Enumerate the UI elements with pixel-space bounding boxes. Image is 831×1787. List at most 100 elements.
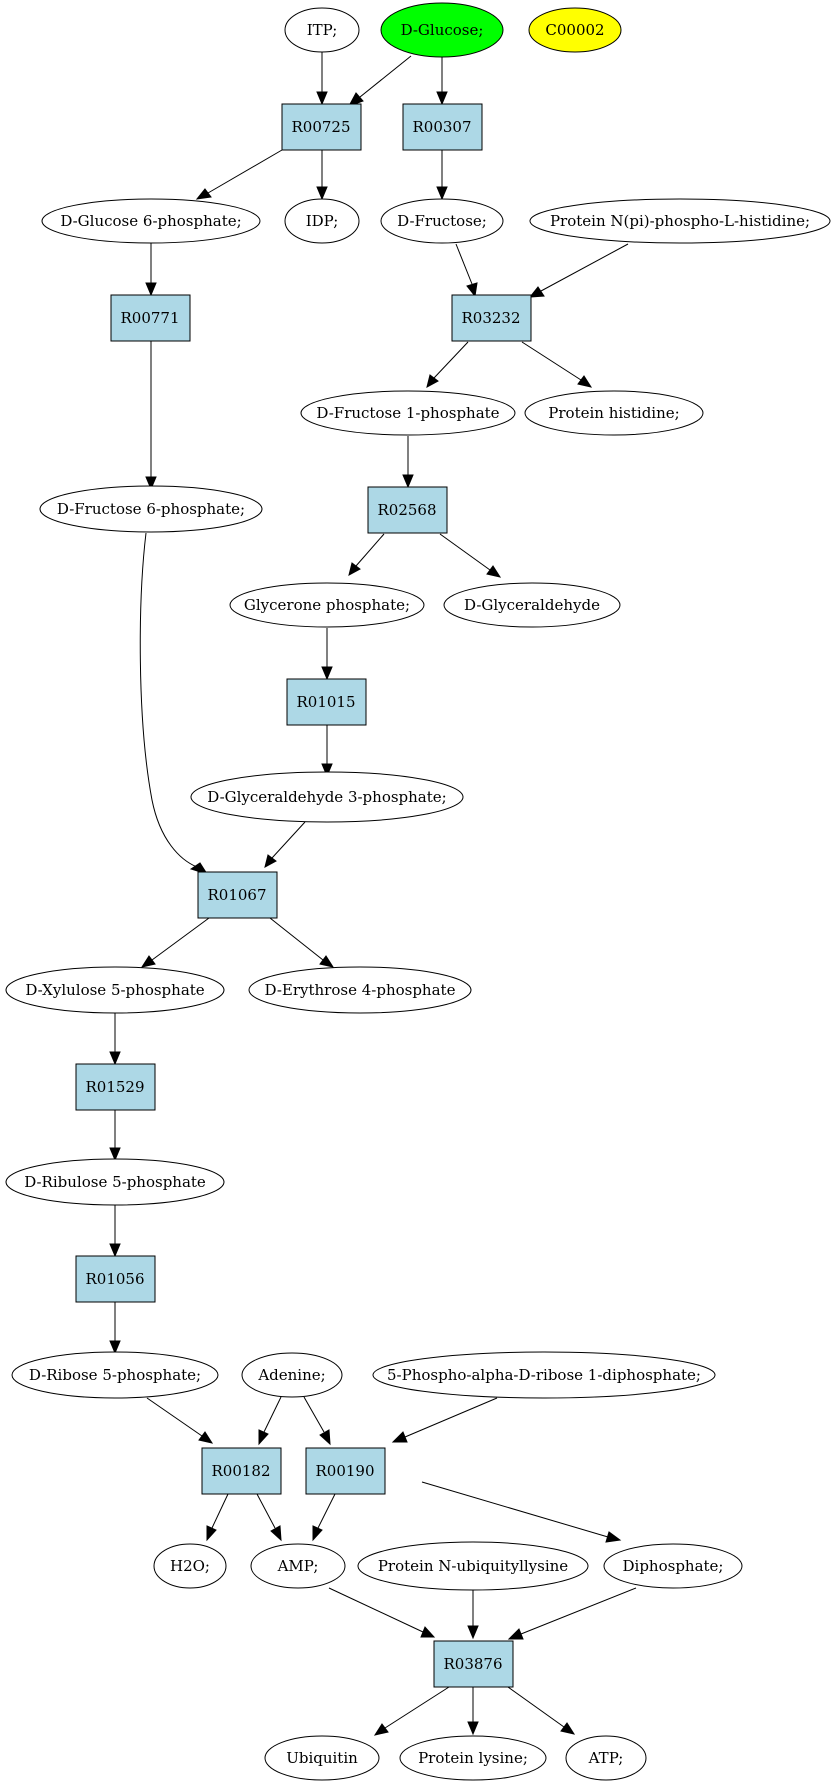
edge-r02568-glycp — [348, 533, 385, 576]
node-r01056-shape — [75, 1255, 156, 1303]
node-r01015[interactable]: R01015 — [286, 678, 367, 726]
node-d-ribulose-5-phosphate-shape — [5, 1158, 225, 1206]
node-r03232-shape — [451, 294, 532, 342]
edge-r03232-prothis — [521, 341, 593, 388]
node-d-ribulose-5-phosphate[interactable]: D-Ribulose 5-phosphate — [5, 1158, 225, 1206]
node-r00307[interactable]: R00307 — [402, 103, 483, 151]
node-protein-n-ubiquityllysine[interactable]: Protein N-ubiquityllysine — [357, 1541, 589, 1591]
node-r00182[interactable]: R00182 — [201, 1447, 282, 1495]
node-itp-label: ITP; — [307, 21, 338, 39]
node-protein-lysine-shape — [399, 1735, 547, 1781]
edge-r03876-proteinlysine — [467, 1687, 479, 1736]
node-d-erythrose-4-phosphate-label: D-Erythrose 4-phosphate — [265, 981, 456, 999]
edge-diphosphate-r03876 — [507, 1587, 637, 1640]
edges — [109, 52, 637, 1736]
node-d-fructose-6-phosphate[interactable]: D-Fructose 6-phosphate; — [39, 485, 263, 533]
node-c00002[interactable]: C00002 — [528, 7, 622, 53]
compound-nodes: ITP; D-Glucose; C00002 D-Glucose 6-phosp… — [5, 2, 831, 1781]
node-r03232[interactable]: R03232 — [451, 294, 532, 342]
node-d-fructose-1-phosphate[interactable]: D-Fructose 1-phosphate — [300, 390, 516, 436]
edge-r00307-dfructose — [436, 150, 448, 201]
node-h2o-shape — [153, 1543, 227, 1589]
edge-pnubiq-r03876 — [467, 1590, 479, 1640]
edge-dg3p-r01067 — [264, 821, 306, 868]
node-adenine-label: Adenine; — [257, 1366, 325, 1384]
node-r00771-shape — [110, 294, 191, 342]
node-d-glyceraldehyde[interactable]: D-Glyceraldehyde — [443, 582, 621, 628]
node-c00002-shape — [528, 7, 622, 53]
node-r01067-label: R01067 — [207, 886, 266, 904]
edge-r03876-atp — [507, 1686, 576, 1735]
node-d-ribose-5-phosphate[interactable]: D-Ribose 5-phosphate; — [11, 1351, 219, 1399]
edge-dr5p-r00182 — [146, 1397, 214, 1444]
node-d-glucose-shape — [380, 2, 504, 58]
node-diphosphate-shape — [603, 1543, 743, 1589]
node-r00190[interactable]: R00190 — [305, 1447, 386, 1495]
node-protein-n-pi-phospho-l-histidine[interactable]: Protein N(pi)-phospho-L-histidine; — [529, 198, 831, 244]
node-r03876-label: R03876 — [443, 1655, 502, 1673]
node-r00725[interactable]: R00725 — [281, 103, 362, 151]
node-d-fructose-6-phosphate-shape — [39, 485, 263, 533]
node-protein-histidine-label: Protein histidine; — [548, 404, 679, 422]
edge-dfructose-r03232 — [455, 243, 478, 298]
edge-itp-r00725 — [316, 52, 328, 106]
node-ubiquitin[interactable]: Ubiquitin — [264, 1735, 380, 1781]
node-r02568[interactable]: R02568 — [367, 486, 448, 534]
node-protein-histidine[interactable]: Protein histidine; — [524, 390, 704, 436]
node-glycerone-phosphate[interactable]: Glycerone phosphate; — [229, 582, 425, 628]
node-amp[interactable]: AMP; — [250, 1543, 346, 1589]
edge-r03876-ubiquitin — [373, 1686, 450, 1736]
edge-dglucose-r00725 — [347, 55, 412, 107]
node-d-glucose-6-phosphate[interactable]: D-Glucose 6-phosphate; — [41, 198, 261, 244]
node-protein-n-pi-phospho-l-histidine-shape — [529, 198, 831, 244]
node-protein-lysine[interactable]: Protein lysine; — [399, 1735, 547, 1781]
node-d-fructose-1-phosphate-shape — [300, 390, 516, 436]
node-r01529-shape — [75, 1063, 156, 1111]
edge-glycp-r01015 — [321, 628, 333, 681]
node-r01056[interactable]: R01056 — [75, 1255, 156, 1303]
node-r03876[interactable]: R03876 — [433, 1640, 514, 1688]
node-r03876-shape — [433, 1640, 514, 1688]
node-adenine[interactable]: Adenine; — [241, 1352, 343, 1398]
node-r00771[interactable]: R00771 — [110, 294, 191, 342]
node-r00182-shape — [201, 1447, 282, 1495]
node-d-glyceraldehyde-3-phosphate-shape — [190, 771, 464, 823]
node-diphosphate[interactable]: Diphosphate; — [603, 1543, 743, 1589]
node-r01067[interactable]: R01067 — [197, 871, 278, 919]
node-diphosphate-label: Diphosphate; — [623, 1557, 724, 1575]
node-protein-lysine-label: Protein lysine; — [418, 1749, 528, 1767]
node-ubiquitin-shape — [264, 1735, 380, 1781]
node-d-fructose-shape — [380, 198, 504, 244]
node-d-glucose[interactable]: D-Glucose; — [380, 2, 504, 58]
node-d-xylulose-5-phosphate[interactable]: D-Xylulose 5-phosphate — [5, 966, 225, 1014]
node-amp-shape — [250, 1543, 346, 1589]
node-r00190-shape — [305, 1447, 386, 1495]
node-protein-n-ubiquityllysine-label: Protein N-ubiquityllysine — [378, 1557, 568, 1575]
node-idp-shape — [284, 198, 360, 244]
node-ubiquitin-label: Ubiquitin — [286, 1749, 358, 1767]
node-d-erythrose-4-phosphate[interactable]: D-Erythrose 4-phosphate — [248, 966, 472, 1014]
node-r02568-label: R02568 — [377, 501, 436, 519]
edge-r00190-amp — [312, 1493, 336, 1542]
node-prpp-shape — [372, 1351, 716, 1399]
node-glycerone-phosphate-label: Glycerone phosphate; — [244, 596, 410, 614]
node-d-glyceraldehyde-3-phosphate[interactable]: D-Glyceraldehyde 3-phosphate; — [190, 771, 464, 823]
edge-df6p-r01067 — [139, 532, 209, 875]
edge-dru5p-r01056 — [109, 1205, 121, 1258]
node-itp[interactable]: ITP; — [284, 7, 360, 53]
node-r03232-label: R03232 — [461, 309, 520, 327]
edge-adenine-r00190 — [303, 1396, 331, 1446]
edge-r00182-h2o — [206, 1493, 229, 1542]
node-r00190-label: R00190 — [315, 1462, 374, 1480]
node-h2o[interactable]: H2O; — [153, 1543, 227, 1589]
node-itp-shape — [284, 7, 360, 53]
node-protein-n-pi-phospho-l-histidine-label: Protein N(pi)-phospho-L-histidine; — [550, 212, 810, 230]
node-d-fructose[interactable]: D-Fructose; — [380, 198, 504, 244]
node-protein-histidine-shape — [524, 390, 704, 436]
node-d-ribulose-5-phosphate-label: D-Ribulose 5-phosphate — [24, 1173, 206, 1191]
node-r01529[interactable]: R01529 — [75, 1063, 156, 1111]
node-idp[interactable]: IDP; — [284, 198, 360, 244]
edge-r00725-idp — [316, 150, 328, 201]
node-atp[interactable]: ATP; — [565, 1735, 647, 1781]
node-prpp[interactable]: 5-Phospho-alpha-D-ribose 1-diphosphate; — [372, 1351, 716, 1399]
